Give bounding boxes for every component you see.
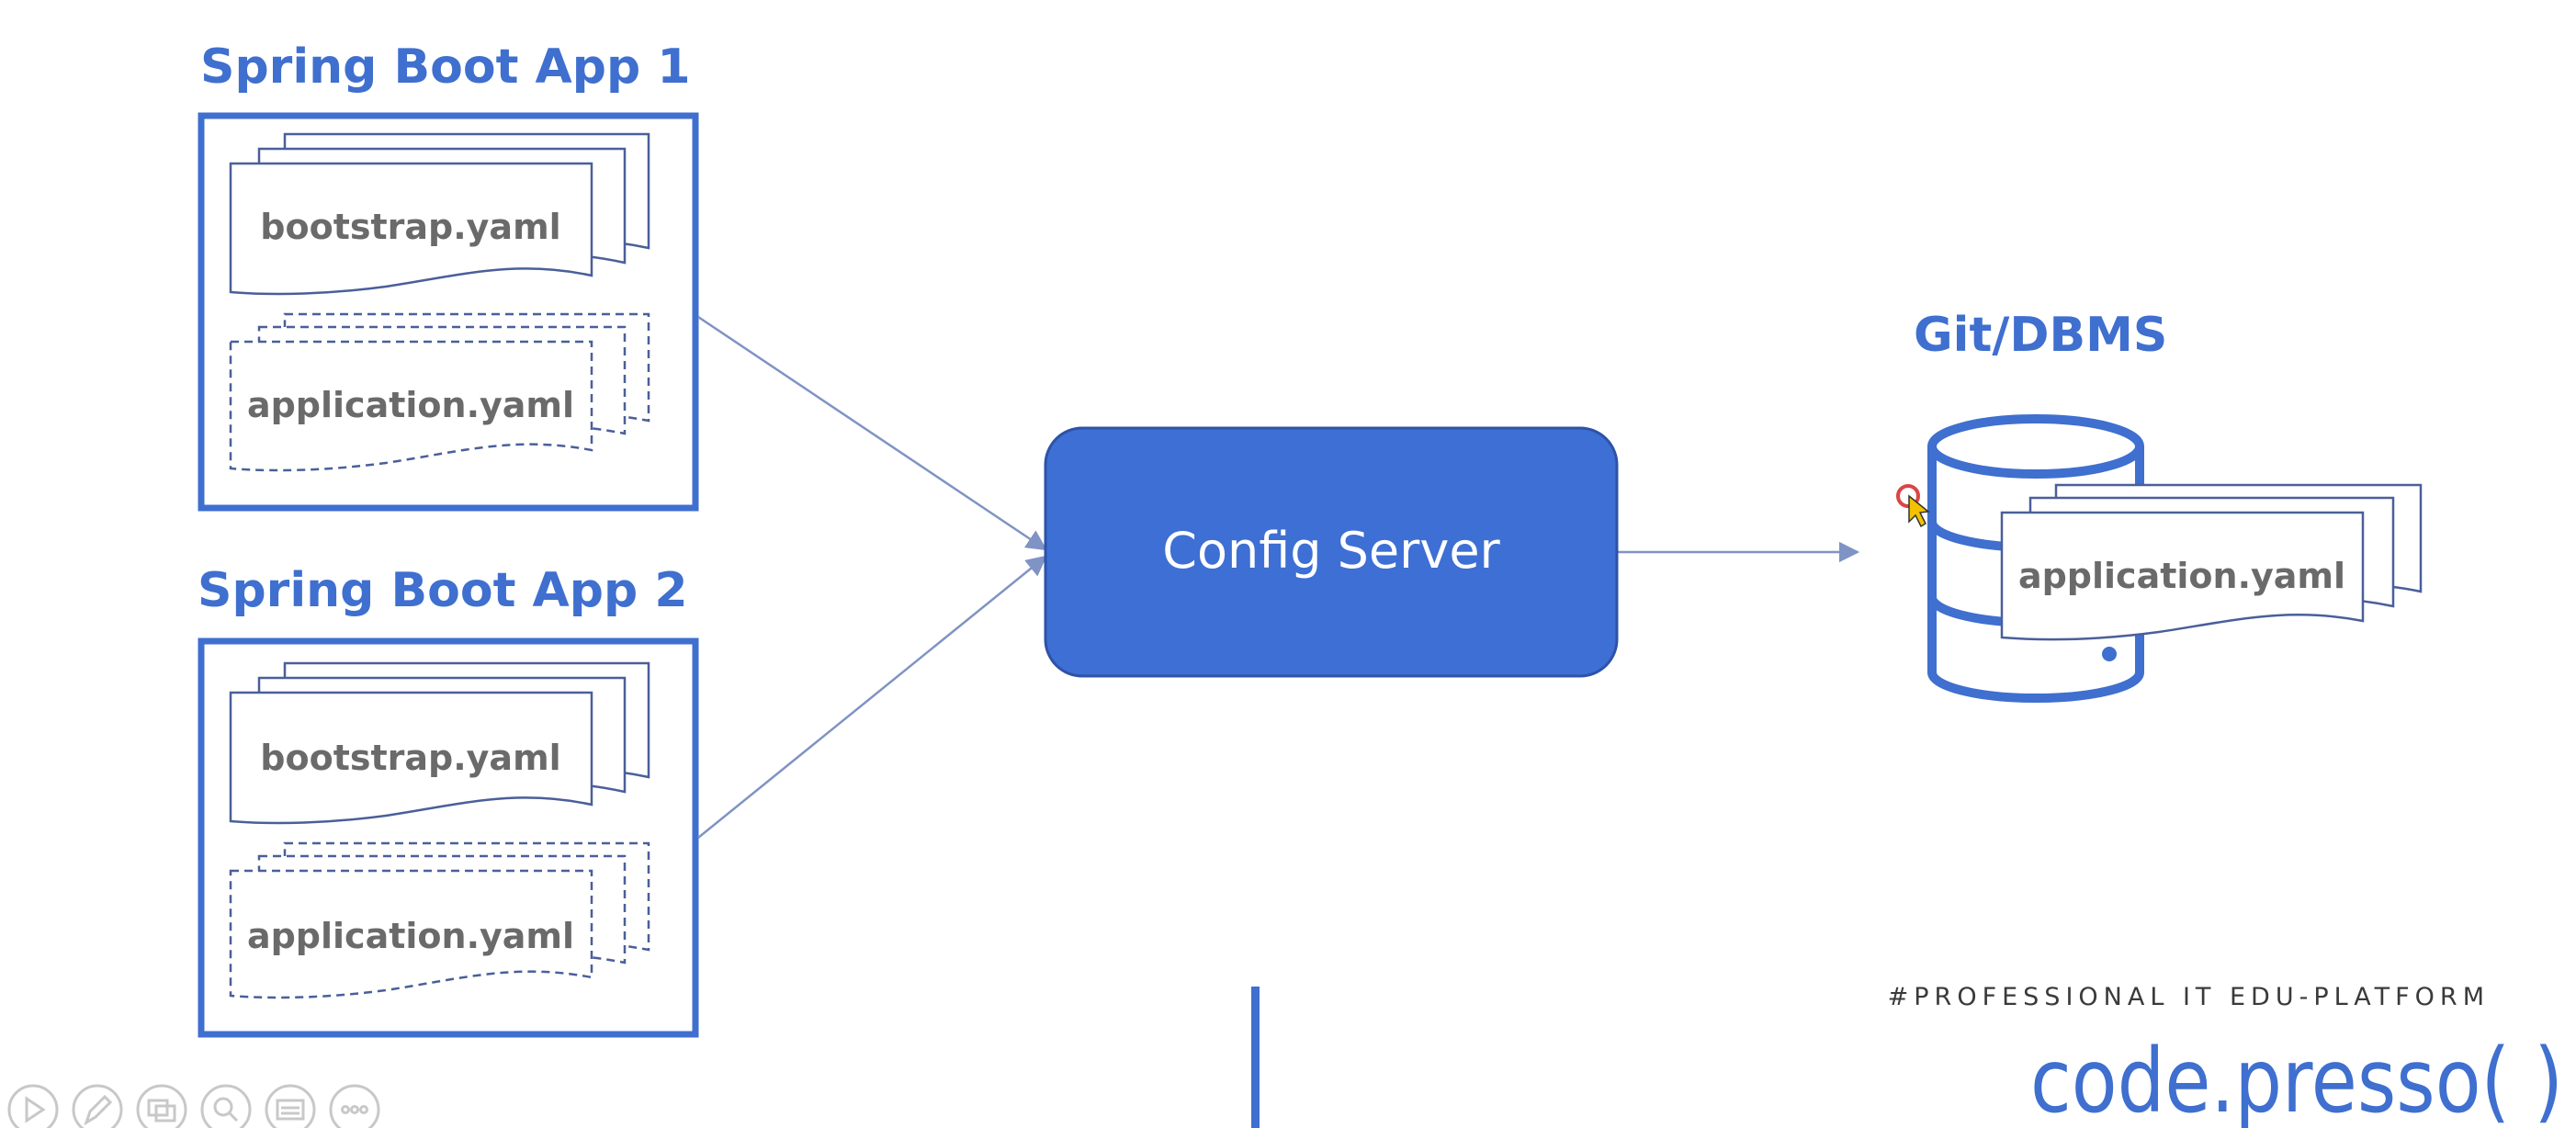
repository-node: Git/DBMS application.yaml [1896, 308, 2423, 703]
config-server-node: Config Server [1044, 426, 1619, 678]
app2-application-doc: application.yaml [229, 841, 650, 999]
repository-title: Git/DBMS [1914, 308, 2167, 363]
divider-bar [1251, 987, 1260, 1128]
brand-tagline: #PROFESSIONAL IT EDU-PLATFORM [1888, 983, 2490, 1011]
app2-title: Spring Boot App 2 [198, 563, 688, 618]
app1-application-doc: application.yaml [229, 312, 650, 472]
brand-logo: code.presso( ) [2030, 1030, 2563, 1128]
app1-bootstrap-doc: bootstrap.yaml [229, 132, 650, 296]
slides-icon[interactable] [136, 1084, 187, 1128]
more-icon[interactable] [329, 1084, 380, 1128]
app2-bootstrap-doc: bootstrap.yaml [229, 661, 650, 825]
repository-application-label: application.yaml [2018, 556, 2345, 596]
app1-bootstrap-label: bootstrap.yaml [260, 207, 560, 247]
app1-to-server-arrow [697, 315, 1047, 551]
app1-application-label: application.yaml [247, 385, 574, 425]
config-server-label: Config Server [1162, 522, 1500, 580]
repository-application-doc: application.yaml [2000, 483, 2423, 641]
app2-group: Spring Boot App 2 bootstrap.yaml applica… [198, 563, 699, 1038]
pen-icon[interactable] [72, 1084, 123, 1128]
app2-bootstrap-label: bootstrap.yaml [260, 738, 560, 778]
config-server-box [1044, 426, 1619, 678]
app2-application-label: application.yaml [247, 916, 574, 956]
app1-title: Spring Boot App 1 [200, 39, 691, 95]
play-icon[interactable] [7, 1084, 59, 1128]
app2-to-server-arrow [697, 555, 1047, 839]
app1-group: Spring Boot App 1 bootstrap.yaml applica… [198, 39, 699, 512]
player-controls [7, 1084, 380, 1128]
mouse-cursor-icon [1896, 484, 1930, 528]
branding: #PROFESSIONAL IT EDU-PLATFORM code.press… [1888, 983, 2563, 1128]
zoom-icon[interactable] [200, 1084, 252, 1128]
subtitles-icon[interactable] [265, 1084, 316, 1128]
